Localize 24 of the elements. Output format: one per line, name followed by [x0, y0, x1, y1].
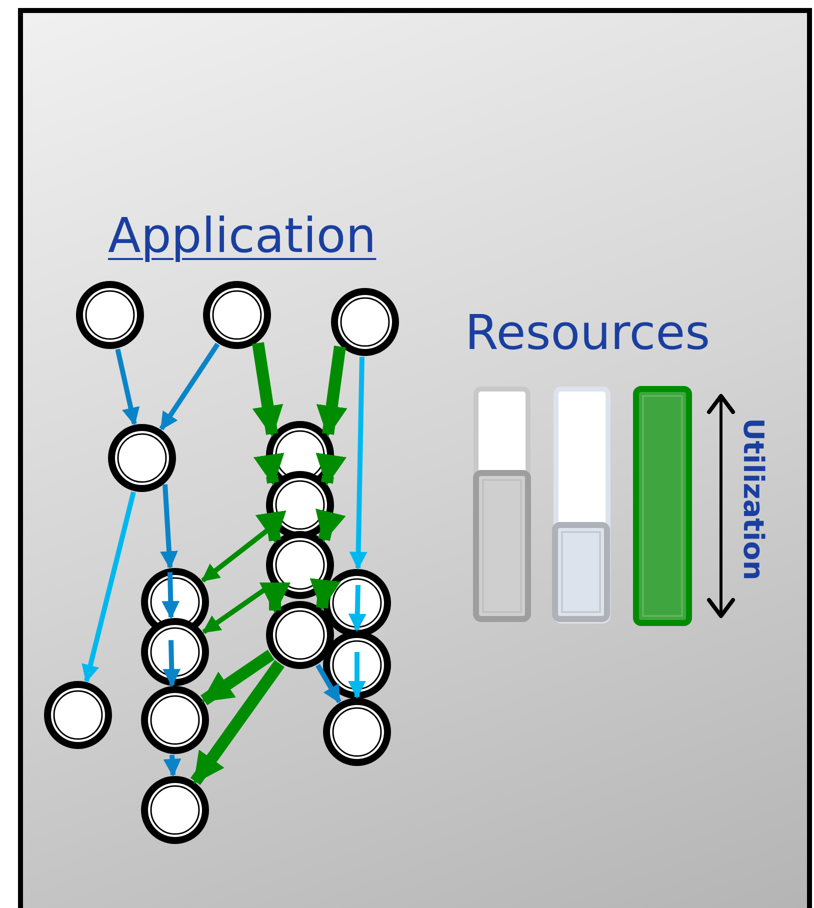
- arrow: [316, 664, 342, 704]
- arrow: [259, 582, 291, 614]
- arrow: [310, 578, 341, 611]
- arrow: [252, 342, 284, 438]
- axis-label: Utilization: [737, 418, 770, 580]
- arrow: [159, 342, 220, 430]
- arrow: [115, 348, 140, 426]
- heading: Resources: [465, 305, 710, 361]
- arrow: [253, 452, 284, 486]
- arrow: [316, 346, 348, 438]
- arrow: [160, 484, 178, 570]
- arrow: [349, 356, 368, 570]
- arrow: [162, 640, 181, 687]
- heading: Application: [108, 208, 376, 264]
- arrow: [200, 650, 274, 706]
- arrow: [190, 660, 285, 785]
- arrow: [348, 652, 366, 699]
- arrow: [348, 584, 366, 632]
- arrow: [162, 572, 180, 620]
- arrow: [255, 510, 286, 544]
- arrow: [82, 491, 136, 683]
- arrow: [316, 508, 346, 543]
- arrow: [316, 452, 347, 486]
- arrow: [163, 754, 182, 777]
